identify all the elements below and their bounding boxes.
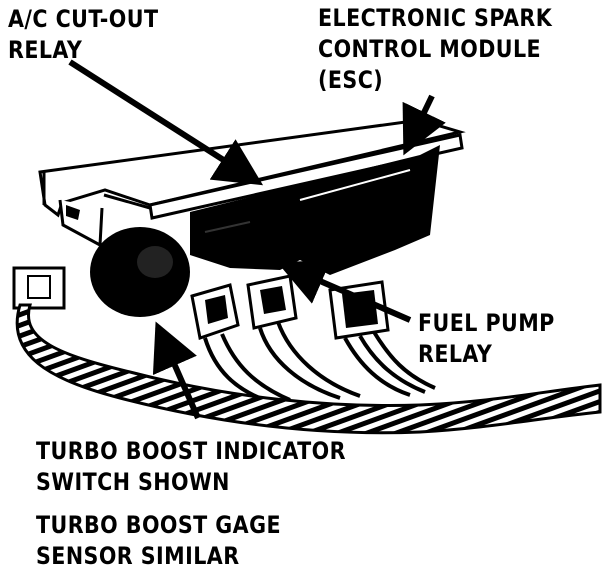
label-line: (ESC) xyxy=(318,66,384,94)
label-line: TURBO BOOST GAGE xyxy=(36,511,281,539)
turbo-boost-switch xyxy=(90,227,190,317)
label-line: SWITCH SHOWN xyxy=(36,468,230,496)
label-line: SENSOR SIMILAR xyxy=(36,542,240,570)
connector-left xyxy=(12,266,66,310)
label-line: A/C CUT-OUT xyxy=(8,5,159,33)
label-line: CONTROL MODULE xyxy=(318,35,542,63)
label-esc-module: ELECTRONIC SPARK CONTROL MODULE (ESC) xyxy=(318,3,552,96)
label-line: TURBO BOOST INDICATOR xyxy=(36,437,346,465)
label-fuel-pump-relay: FUEL PUMP RELAY xyxy=(418,308,555,370)
label-turbo-boost-switch: TURBO BOOST INDICATOR SWITCH SHOWN xyxy=(36,436,346,498)
esc-module xyxy=(190,145,440,275)
label-line: RELAY xyxy=(8,36,83,64)
connector-2 xyxy=(246,274,298,330)
label-turbo-boost-gage: TURBO BOOST GAGE SENSOR SIMILAR xyxy=(36,510,281,572)
wiring-harness xyxy=(15,303,602,435)
label-line: ELECTRONIC SPARK xyxy=(318,4,553,32)
label-ac-cutout-relay: A/C CUT-OUT RELAY xyxy=(8,4,158,66)
label-line: RELAY xyxy=(418,340,493,368)
leader-arrows xyxy=(68,59,446,420)
connector-1 xyxy=(190,283,240,340)
wires xyxy=(203,321,436,404)
label-line: FUEL PUMP xyxy=(418,309,555,337)
